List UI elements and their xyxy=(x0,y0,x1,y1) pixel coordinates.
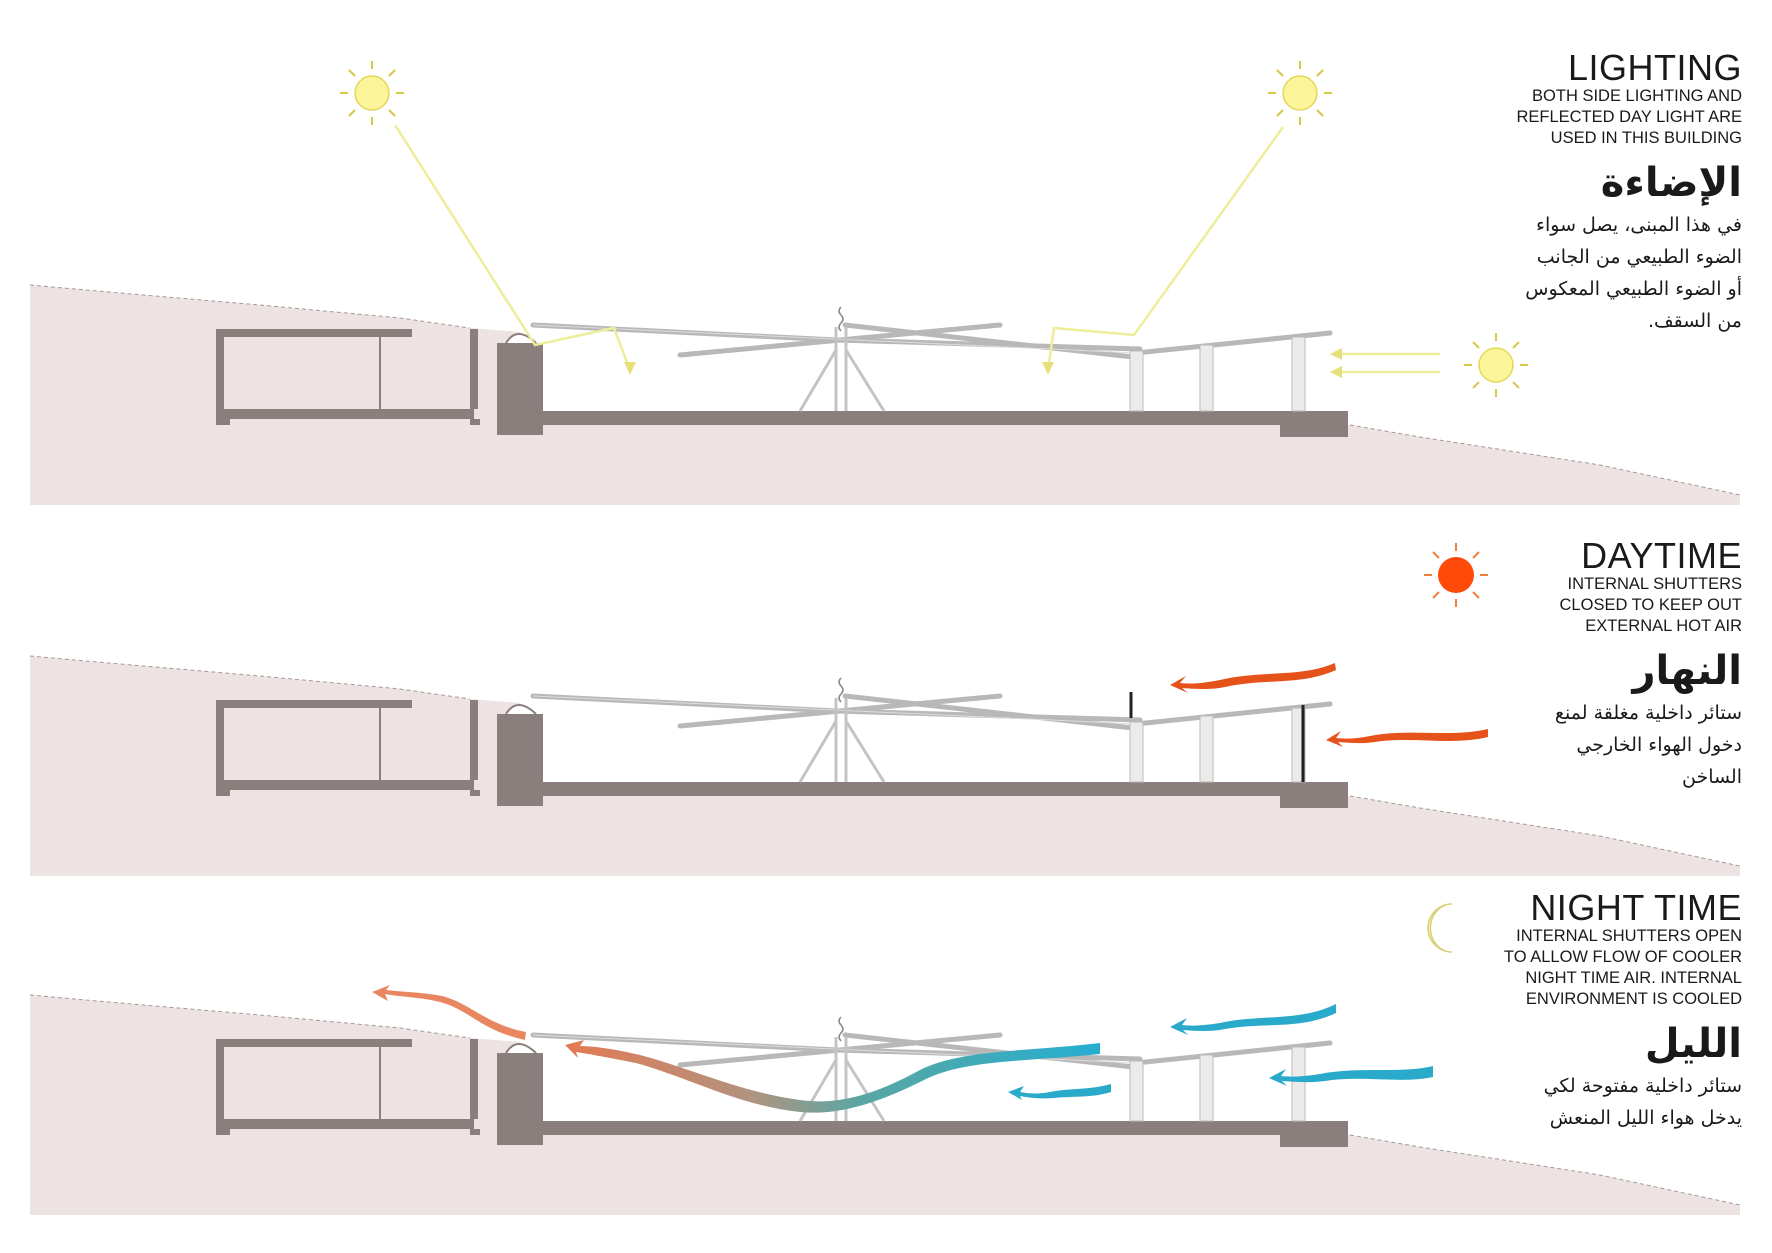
arabic-title: الإضاءة xyxy=(1600,160,1742,206)
crescent-moon-icon xyxy=(1427,903,1453,953)
hot-sun-icon xyxy=(1423,542,1489,608)
subtitle-line: TO ALLOW FLOW OF COOLER xyxy=(1503,948,1742,966)
subtitle-line: INTERNAL SHUTTERS OPEN xyxy=(1516,927,1742,945)
cool-air-arrow xyxy=(1008,1084,1111,1100)
sun-icon xyxy=(1267,60,1333,126)
panel-title: NIGHT TIME xyxy=(1530,887,1742,928)
night-air-flow xyxy=(565,1040,1100,1113)
subtitle-line: REFLECTED DAY LIGHT ARE xyxy=(1516,108,1742,126)
warm-air-arrow xyxy=(372,985,526,1040)
sun-icon xyxy=(1463,332,1529,398)
panel-title: DAYTIME xyxy=(1581,535,1742,576)
lighting-section xyxy=(30,60,1740,505)
daytime-section xyxy=(30,542,1740,876)
arabic-title: النهار xyxy=(1632,648,1742,694)
hot-air-arrow xyxy=(1326,729,1488,747)
subtitle-line: EXTERNAL HOT AIR xyxy=(1585,617,1742,635)
sun-icon xyxy=(339,60,405,126)
arabic-description: ستائر داخلية مغلقة لمنع دخول الهواء الخا… xyxy=(1554,702,1742,788)
nighttime-caption: NIGHT TIME INTERNAL SHUTTERS OPEN TO ALL… xyxy=(1504,890,1742,1134)
nighttime-section xyxy=(30,903,1740,1215)
hot-air-arrow xyxy=(1170,663,1336,693)
lighting-caption: LIGHTING BOTH SIDE LIGHTING AND REFLECTE… xyxy=(1516,50,1742,337)
panel-title: LIGHTING xyxy=(1567,47,1742,88)
subtitle-line: USED IN THIS BUILDING xyxy=(1550,129,1742,147)
subtitle-line: NIGHT TIME AIR. INTERNAL xyxy=(1525,969,1742,987)
subtitle-line: ENVIRONMENT IS COOLED xyxy=(1525,990,1742,1008)
cool-air-arrow xyxy=(1170,1004,1336,1035)
subtitle-line: BOTH SIDE LIGHTING AND xyxy=(1532,87,1742,105)
arabic-description: في هذا المبنى، يصل سواء الضوء الطبيعي من… xyxy=(1525,214,1742,332)
daytime-caption: DAYTIME INTERNAL SHUTTERS CLOSED TO KEEP… xyxy=(1555,538,1742,793)
arabic-description: ستائر داخلية مفتوحة لكي يدخل هواء الليل … xyxy=(1543,1075,1742,1129)
arabic-title: الليل xyxy=(1644,1021,1742,1067)
cool-air-arrow xyxy=(1269,1066,1433,1086)
subtitle-line: CLOSED TO KEEP OUT xyxy=(1559,596,1742,614)
subtitle-line: INTERNAL SHUTTERS xyxy=(1567,575,1743,593)
